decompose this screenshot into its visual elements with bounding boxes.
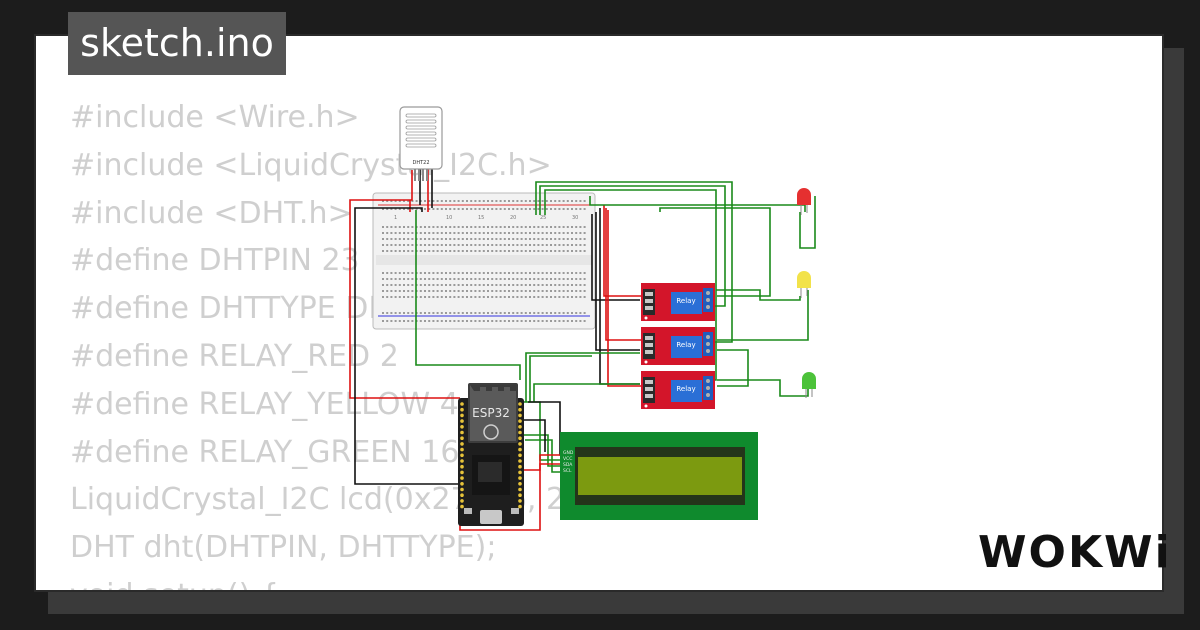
code-line: #include <Wire.h> (70, 100, 360, 135)
bb-number: 30 (572, 215, 578, 221)
bb-number: 10 (446, 215, 452, 221)
wokwi-logo-text: WOKWi (978, 527, 1172, 578)
dht-grill (405, 113, 437, 148)
relay-label: Relay (676, 385, 695, 393)
lcd-pin-scl: SCL (563, 468, 572, 474)
code-line: void setup() { (70, 572, 587, 590)
code-line: #include <LiquidCrystal_I2C.h> (70, 147, 552, 183)
lcd-pin-sda: SDA (563, 462, 573, 468)
bb-number: 1 (394, 215, 397, 221)
led-red (797, 188, 811, 215)
wokwi-logo: WOKWi (978, 527, 1172, 578)
breadboard-numbers: 1 10 15 20 25 30 (394, 215, 578, 221)
bb-number: 20 (510, 215, 516, 221)
led-green (802, 372, 816, 398)
led-yellow (797, 271, 811, 298)
code-line: #define RELAY_RED 2 (70, 338, 399, 374)
code-line: #include <DHT.h> (70, 195, 353, 231)
breadboard: 1 10 15 20 25 30 (372, 192, 596, 330)
lcd-pin-gnd: GND (563, 450, 574, 456)
esp32-pins (460, 402, 522, 509)
bb-number: 15 (478, 215, 484, 221)
code-line: DHT dht(DHTPIN, DHTTYPE); (70, 530, 497, 566)
lcd-pin-vcc: VCC (563, 456, 572, 462)
code-line: #define DHTTYPE DHT22 (70, 291, 448, 327)
code-line: #define DHTPIN 23 (70, 243, 360, 279)
sketch-filename-tab[interactable]: sketch.ino (68, 12, 286, 75)
relay-label: Relay (676, 341, 695, 349)
relay-label: Relay (676, 297, 695, 305)
dht-label: DHT22 (412, 160, 429, 166)
esp32-label: ESP32 (472, 406, 510, 420)
lcd-pins: GND VCC SDA SCL (563, 450, 574, 474)
code-line: #define RELAY_YELLOW 4 (70, 386, 459, 422)
lcd-1602-i2c: GND VCC SDA SCL (560, 432, 758, 520)
dht22-sensor: DHT22 (399, 106, 443, 181)
preview-card: #include <Wire.h> #include <LiquidCrysta… (34, 34, 1164, 592)
breadboard-holes (382, 200, 586, 322)
bb-number: 25 (540, 215, 546, 221)
code-line: #define RELAY_GREEN 16 (70, 434, 460, 470)
esp32-board: ESP32 (458, 383, 524, 526)
